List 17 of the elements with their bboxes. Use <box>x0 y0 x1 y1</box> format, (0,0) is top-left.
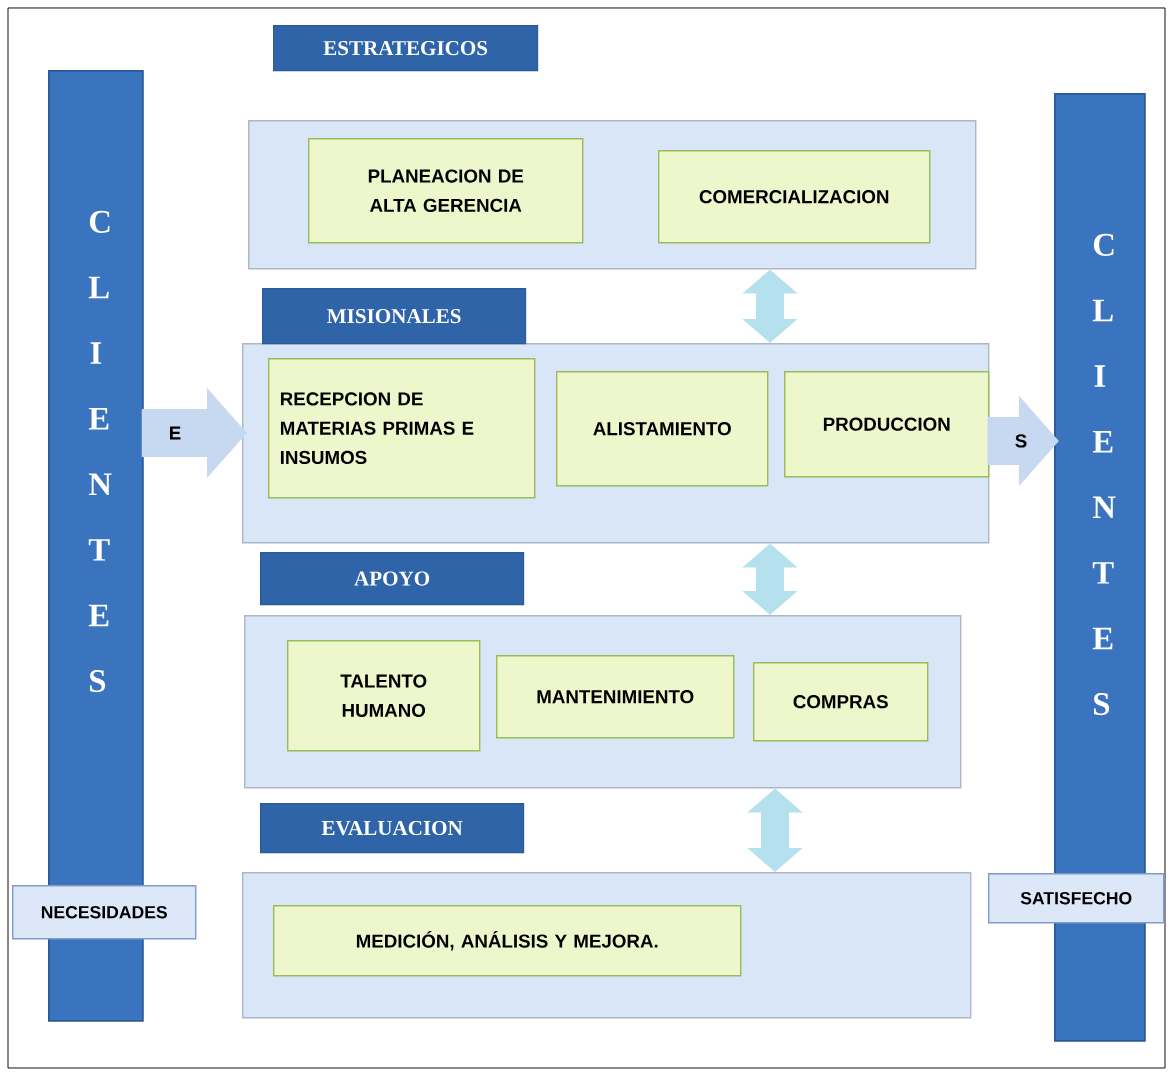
process-box: PRODUCCION <box>784 371 990 478</box>
process-box: COMERCIALIZACION <box>658 150 931 244</box>
process-box: ALISTAMIENTO <box>556 371 769 487</box>
edge-label: E <box>170 426 181 440</box>
status-box: NECESIDADES <box>12 885 197 940</box>
process-box: TALENTO HUMANO <box>287 640 481 752</box>
process-box: MANTENIMIENTO <box>496 655 735 739</box>
status-box: SATISFECHO <box>988 873 1165 924</box>
process-box: PLANEACION DE ALTA GERENCIA <box>308 138 584 244</box>
process-box: COMPRAS <box>753 662 929 742</box>
heading-tab: MISIONALES <box>262 288 527 345</box>
heading-tab: ESTRATEGICOS <box>273 25 539 72</box>
process-box: MEDICIÓN, ANÁLISIS Y MEJORA. <box>273 905 742 977</box>
heading-tab: EVALUACION <box>260 803 525 854</box>
edge-label: S <box>1015 434 1027 448</box>
process-box: RECEPCION DE MATERIAS PRIMAS E INSUMOS <box>268 358 536 499</box>
heading-tab: APOYO <box>260 552 525 606</box>
